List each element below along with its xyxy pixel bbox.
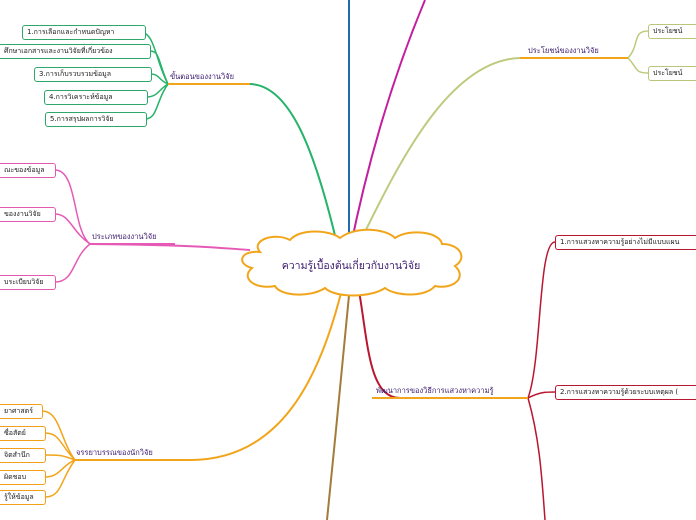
development-item-1[interactable]: 1.การแสวงหาความรู้อย่างไม่มีแบบแผน: [555, 235, 696, 250]
types-item-1[interactable]: ณะของข้อมูล: [0, 163, 56, 178]
branch-benefits-label[interactable]: ประโยชน์ของงานวิจัย: [528, 46, 599, 55]
branch-steps-label[interactable]: ขั้นตอนของงานวิจัย: [170, 72, 235, 81]
benefits-item-1[interactable]: ประโยชน์: [648, 24, 696, 39]
steps-sub-lines: [139, 31, 169, 120]
ethics-item-5[interactable]: รู้ให้ข้อมูล: [0, 490, 46, 505]
brown-branch-line: [326, 284, 351, 520]
development-item-2[interactable]: 2.การแสวงหาความรู้ด้วยระบบเหตุผล (: [555, 385, 696, 400]
branch-ethics-label[interactable]: จรรยาบรรณของนักวิจัย: [76, 448, 153, 457]
steps-item-2[interactable]: ศึกษาเอกสารและงานวิจัยที่เกี่ยวข้อง: [0, 44, 151, 59]
development-sub-lines: [527, 241, 556, 520]
steps-item-4[interactable]: 4.การวิเคราะห์ข้อมูล: [44, 90, 148, 105]
types-sub-lines: [54, 169, 91, 283]
central-topic-label: ความรู้เบื้องต้นเกี่ยวกับงานวิจัย: [281, 259, 421, 272]
steps-main-line: [168, 83, 339, 249]
steps-item-1[interactable]: 1.การเลือกและกำหนดปัญหา: [22, 25, 146, 40]
branch-types-label[interactable]: ประเภทของงานวิจัย: [92, 232, 157, 241]
ethics-item-4[interactable]: ผิดชอบ: [0, 470, 46, 485]
ethics-item-1[interactable]: ยาศาสตร์: [0, 404, 43, 419]
ethics-main-line: [75, 284, 344, 461]
ethics-sub-lines: [41, 410, 76, 498]
types-item-2[interactable]: ของงานวิจัย: [0, 207, 56, 222]
ethics-item-2[interactable]: ซื่อสัตย์: [0, 426, 46, 441]
central-topic[interactable]: ความรู้เบื้องต้นเกี่ยวกับงานวิจัย: [238, 244, 464, 286]
development-main-line: [357, 284, 528, 399]
steps-item-3[interactable]: 3.การเก็บรวบรวมข้อมูล: [34, 67, 152, 82]
benefits-item-2[interactable]: ประโยชน์: [648, 66, 696, 81]
steps-item-5[interactable]: 5.การสรุปผลการวิจัย: [45, 112, 147, 127]
branch-development-label[interactable]: พัฒนาการของวิธีการแสวงหาความรู้: [376, 386, 494, 395]
benefits-main-line: [359, 57, 628, 243]
benefits-sub-lines: [627, 30, 649, 74]
center-cloud-shape: [241, 228, 463, 297]
ethics-item-3[interactable]: จิตสำนึก: [0, 448, 46, 463]
types-item-3[interactable]: บระเบียบวิจัย: [0, 275, 56, 290]
magenta-branch-line: [349, 0, 426, 251]
